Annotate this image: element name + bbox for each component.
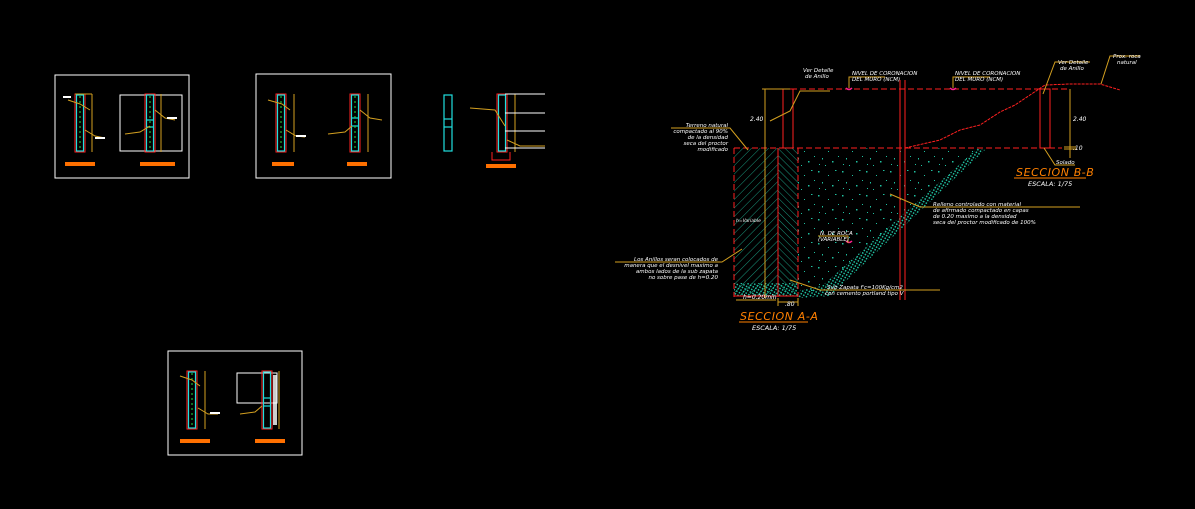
rock-level-marker	[845, 240, 853, 244]
sheet-border	[255, 73, 392, 179]
wall-detail-right	[327, 93, 383, 153]
detail-sheet-4[interactable]	[167, 350, 303, 456]
wall-hatch	[778, 148, 798, 296]
rebar-cage	[443, 94, 453, 152]
leader	[769, 90, 830, 122]
detail-caption	[180, 439, 210, 443]
label-solado: Solado	[1056, 160, 1075, 166]
detail-caption	[65, 162, 95, 166]
dim-80: .80	[785, 301, 795, 308]
label-nivel-roca: N. DE ROCA(VARIABLE)	[818, 231, 853, 243]
section-bb-title: SECCION B-B	[1016, 166, 1094, 179]
sheet-border	[167, 350, 303, 456]
detail-sheet-2[interactable]	[255, 73, 392, 179]
backfill-fill	[798, 148, 980, 296]
detail-caption	[140, 162, 175, 166]
detail-caption	[347, 162, 367, 166]
ring-detail-b	[1039, 88, 1051, 149]
dim-10: .10	[1073, 145, 1083, 152]
level-marker	[949, 87, 957, 91]
wall-detail-left	[179, 370, 220, 430]
dim-240-a: 2.40	[750, 116, 764, 123]
dim-240-b: 2.40	[1073, 116, 1087, 123]
detail-sheet-3[interactable]	[443, 93, 545, 168]
section-aa-scale: ESCALA: 1/75	[752, 324, 796, 332]
detail-sheet-1[interactable]	[54, 74, 190, 179]
section-aa-title: SECCION A-A	[740, 310, 819, 323]
section-bb-scale: ESCALA: 1/75	[1028, 180, 1072, 188]
wall-detail-left	[267, 93, 306, 153]
wall-detail-right	[236, 370, 280, 430]
sheet-border	[54, 74, 190, 179]
wall-detail-right	[119, 93, 183, 153]
label-h-min: h=0.20min	[743, 294, 777, 301]
label-h-variable: h=Variable	[736, 218, 761, 224]
wall-detail-left	[63, 93, 106, 153]
rock-sub-zapata	[798, 148, 985, 298]
ring-detail-a	[782, 88, 794, 149]
natural-rock-profile	[904, 83, 1121, 149]
detail-caption	[255, 439, 285, 443]
compacted-soil-hatch	[734, 148, 778, 296]
base-layer	[734, 283, 798, 296]
detail-caption	[486, 164, 516, 168]
level-marker	[845, 87, 853, 91]
detail-caption	[272, 162, 294, 166]
